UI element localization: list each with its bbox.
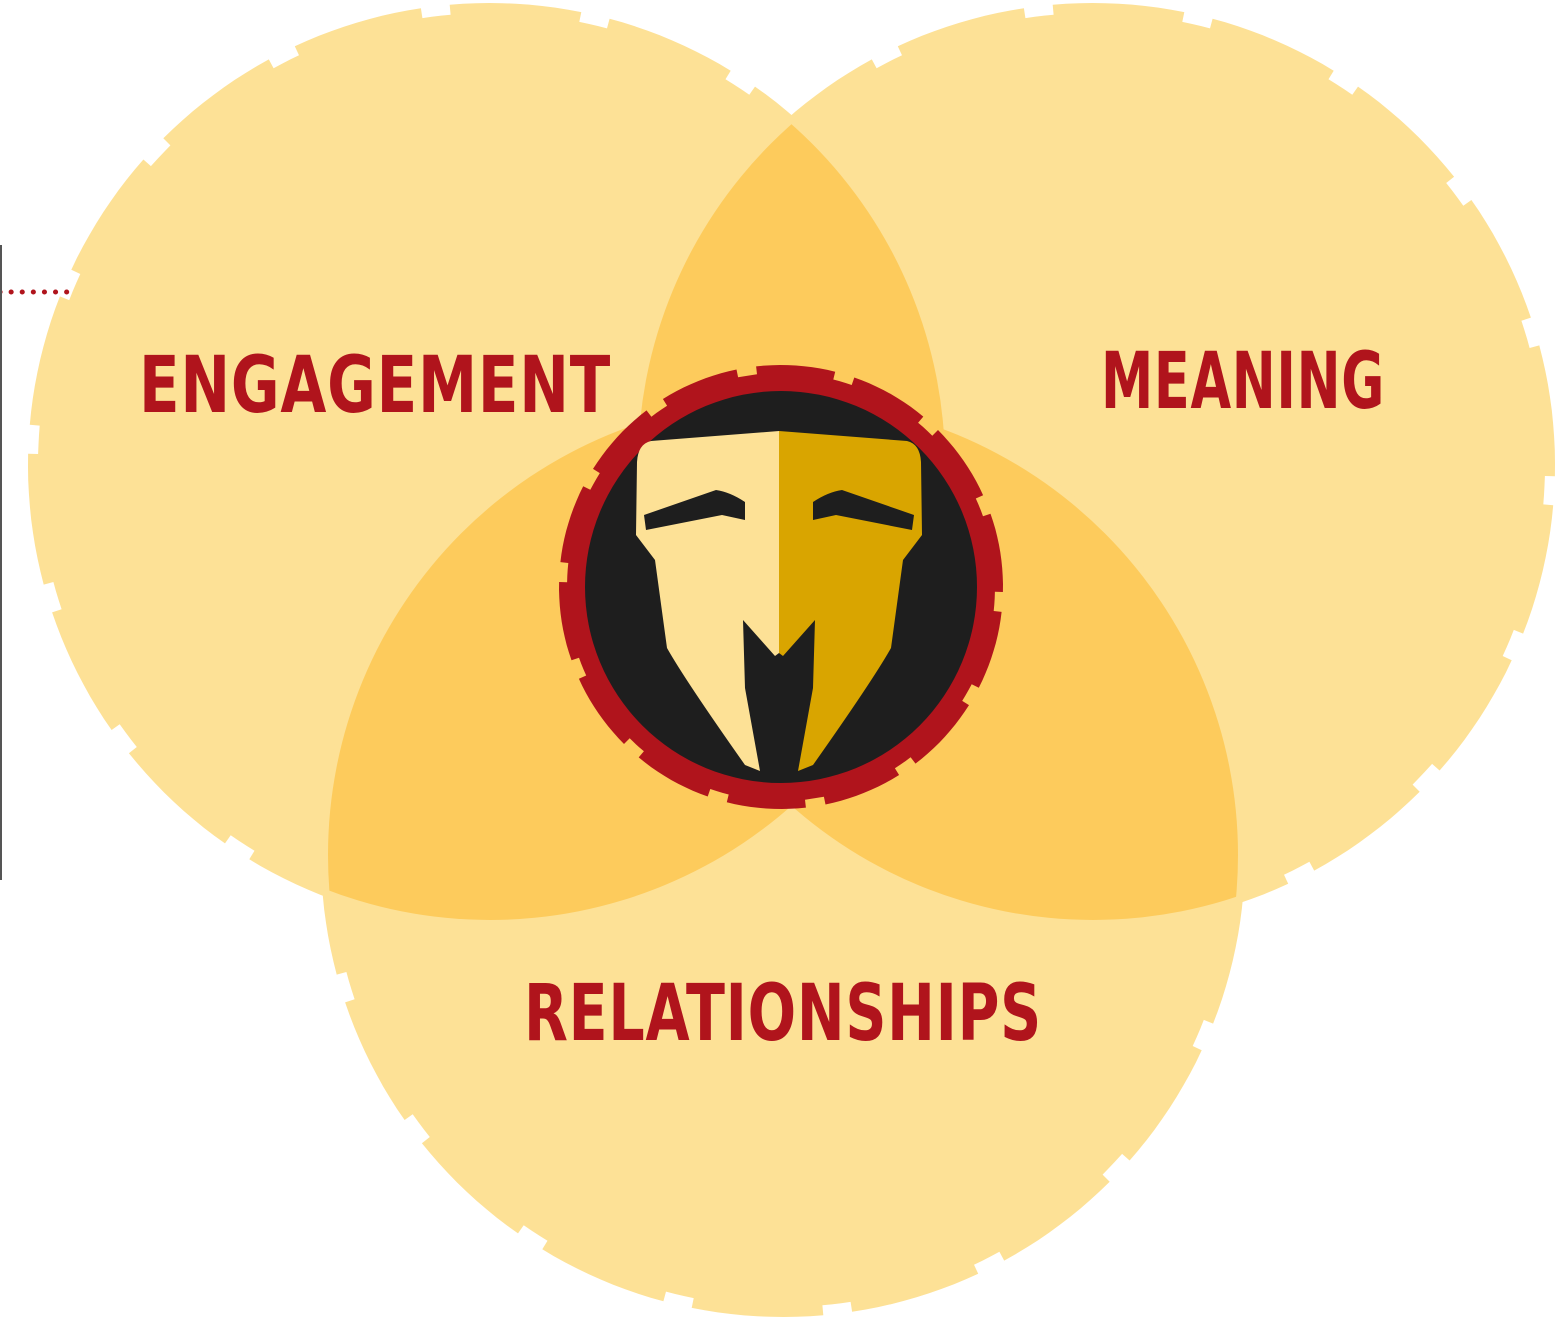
label-relationships: RELATIONSHIPS <box>524 969 1042 1059</box>
spartan-helmet-icon <box>636 431 922 771</box>
label-engagement: ENGAGEMENT <box>139 341 611 431</box>
center-emblem <box>559 365 1003 809</box>
helmet-right-half <box>779 431 922 771</box>
helmet-left-half <box>636 431 779 771</box>
label-meaning: MEANING <box>1101 337 1385 427</box>
